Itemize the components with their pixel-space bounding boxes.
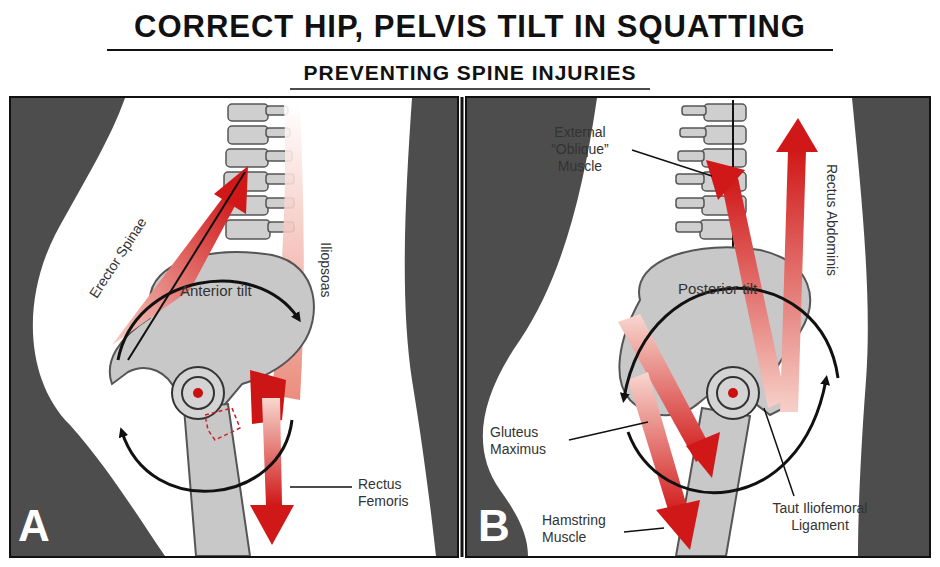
panel-letter: A: [18, 500, 50, 553]
diagram-title: CORRECT HIP, PELVIS TILT IN SQUATTING: [0, 8, 940, 45]
panel-b: [466, 97, 930, 557]
panel-a: [10, 97, 458, 557]
part-label: External “Oblique” Muscle: [528, 124, 632, 174]
caption-rule: [290, 88, 650, 90]
part-label: Iliopsoas: [318, 242, 335, 297]
diagram-subtitle: PREVENTING SPINE INJURIES: [0, 60, 940, 85]
part-label: Posterior tilt: [678, 280, 757, 298]
part-label: Rectus Abdominis: [824, 164, 841, 276]
part-label: Taut Iliofemoral Ligament: [770, 500, 870, 534]
part-label: Hamstring Muscle: [542, 512, 624, 546]
part-label: Gluteus Maximus: [490, 424, 568, 458]
panel-letter: B: [478, 500, 510, 553]
part-label: Rectus Femoris: [358, 476, 428, 510]
title-rule: [107, 49, 833, 51]
part-label: Anterior tilt: [180, 282, 252, 300]
